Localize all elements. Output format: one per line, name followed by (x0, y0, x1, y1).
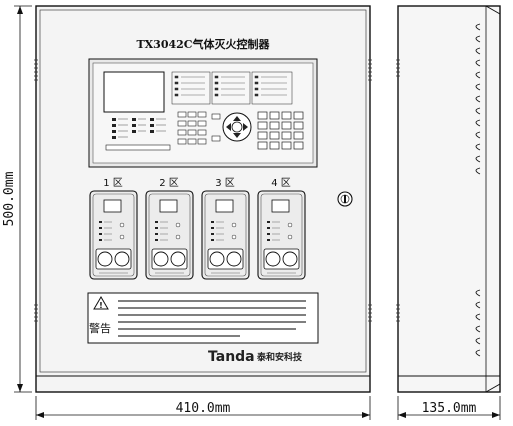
lcd-display (103, 71, 165, 113)
zone-label-2: 2 区 (159, 177, 179, 189)
depth-value: 135.0mm (422, 401, 477, 416)
controller-title: TX3042C气体灭火控制器 (136, 37, 270, 51)
height-dimension: 500.0mm (2, 5, 32, 393)
side-louvres (475, 23, 481, 357)
front-view: TX3042C气体灭火控制器 (34, 5, 372, 393)
zone-module-2 (145, 190, 194, 280)
zone-module-1 (89, 190, 138, 280)
number-keypad[interactable] (257, 111, 304, 150)
width-value: 410.0mm (176, 401, 231, 416)
zone-label-3: 3 区 (215, 177, 235, 189)
front-right-vents (368, 59, 372, 322)
brand-chinese: 泰和安科技 (256, 351, 303, 363)
svg-text:!: ! (99, 301, 103, 310)
side-left-vents (396, 59, 400, 322)
status-leds (112, 118, 154, 139)
warning-label: ! 警告 (87, 292, 319, 344)
door-lock-icon[interactable] (337, 191, 353, 207)
control-panel (88, 58, 318, 168)
front-left-vents (34, 59, 38, 322)
zone-module-4 (257, 190, 306, 280)
width-dimension: 410.0mm (35, 396, 371, 420)
height-value: 500.0mm (2, 171, 17, 226)
brand-logo: Tanda 泰和安科技 (208, 349, 303, 365)
depth-dimension: 135.0mm (397, 396, 501, 420)
zone-led-strip (105, 144, 171, 151)
front-cabinet-inner (39, 9, 367, 373)
zone-label-4: 4 区 (271, 177, 291, 189)
indicator-panel (171, 71, 293, 105)
side-cabinet-outline (397, 5, 501, 393)
warning-label-text: 警告 (89, 321, 111, 335)
direction-pad[interactable] (211, 112, 252, 142)
function-keys[interactable] (177, 111, 207, 145)
side-view (396, 5, 501, 393)
zone-label-1: 1 区 (103, 177, 123, 189)
warning-triangle-icon (93, 296, 109, 310)
zone-module-3 (201, 190, 250, 280)
warning-fine-print (118, 300, 306, 337)
brand-latin: Tanda (208, 349, 255, 365)
